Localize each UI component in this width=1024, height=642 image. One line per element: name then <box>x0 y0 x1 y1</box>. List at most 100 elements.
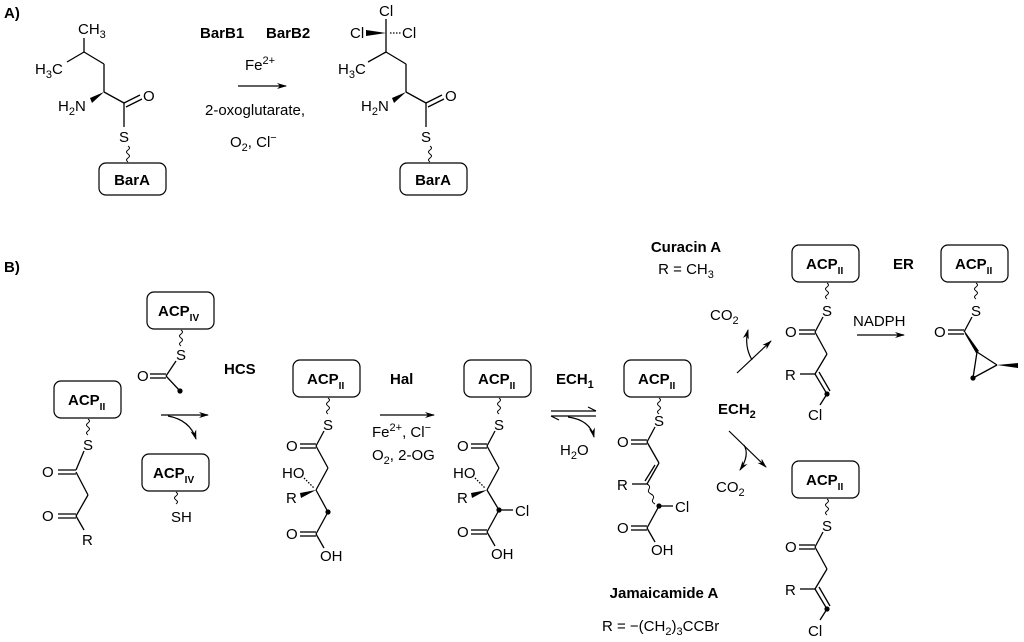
atom-s: S <box>176 347 186 364</box>
atom-o: O <box>137 368 149 385</box>
labeled-carbon-dot <box>177 388 183 394</box>
atom-cl-top: Cl <box>379 3 393 20</box>
released-acp-iv: ACPIV SH <box>141 453 210 526</box>
acp-iv-box <box>141 453 210 492</box>
enzyme-ech1: ECH1 <box>556 371 594 391</box>
condition-line1: 2-oxoglutarate, <box>205 102 305 119</box>
atom-o: O <box>143 88 155 105</box>
bara-carrier-box <box>98 162 167 196</box>
ech2-upper-arrow <box>736 340 772 374</box>
atom-s: S <box>654 413 664 430</box>
atom-sh: SH <box>171 509 192 526</box>
atom-o: O <box>785 539 797 556</box>
beta-ketoacyl-acp: ACPII S O O R <box>42 380 122 549</box>
atom-nh2: H2N <box>361 98 389 118</box>
atom-o-acid: O <box>286 526 298 543</box>
atom-nh2: H2N <box>58 98 86 118</box>
co2-release-lower-arrow <box>739 444 748 471</box>
atom-ho: HO <box>282 465 305 482</box>
atom-r: R <box>286 490 297 507</box>
jamaicamide-r-definition: R = −(CH2)3CCBr <box>602 618 719 638</box>
atom-oh: OH <box>491 546 514 563</box>
nadph-label: NADPH <box>853 313 906 330</box>
acp-label: ACPII <box>806 256 843 277</box>
panel-a-label: A) <box>4 5 20 22</box>
acp-ii-box <box>623 359 692 398</box>
atom-oh: OH <box>320 548 343 565</box>
acetyl-acp-iv-donor: ACPIV S O <box>137 291 215 394</box>
atom-cl: Cl <box>808 407 822 424</box>
acp-label: ACPIV <box>153 465 194 486</box>
bara-carrier-box <box>399 162 468 196</box>
atom-r: R <box>457 490 468 507</box>
enzyme-ech2: ECH2 <box>718 401 756 421</box>
atom-ho: HO <box>453 465 476 482</box>
enzyme-barb2: BarB2 <box>266 25 310 42</box>
leucyl-bara-substrate: CH3 H3C H2N O S BarA <box>35 21 167 196</box>
atom-s: S <box>83 437 93 454</box>
atom-s: S <box>822 303 832 320</box>
atom-cl-left: Cl <box>350 25 364 42</box>
atom-cl: Cl <box>515 503 529 520</box>
atom-o: O <box>445 88 457 105</box>
water-label: H2O <box>560 442 589 462</box>
acp-label: ACPII <box>478 371 515 392</box>
acp-label: ACPII <box>638 371 675 392</box>
acp-ii-box <box>791 460 860 499</box>
atom-s: S <box>119 129 129 146</box>
acp-ii-box <box>463 359 532 398</box>
curacin-a-label: Curacin A <box>651 239 721 256</box>
atom-r: R <box>617 477 628 494</box>
atom-o: O <box>785 324 797 341</box>
enzyme-hal: Hal <box>390 371 413 388</box>
atom-o: O <box>617 434 629 451</box>
cyclopropane-acp: ACPII S O <box>934 244 1018 381</box>
water-release-arrow <box>567 416 595 438</box>
trichloroleucyl-bara-product: Cl Cl Cl H3C H2N O S BarA <box>338 3 468 196</box>
acp-iv-box <box>146 291 215 330</box>
atom-r: R <box>785 367 796 384</box>
acp-ii-box <box>53 380 122 419</box>
labeled-carbon-dot <box>970 375 976 381</box>
atom-ch3: CH3 <box>78 21 106 41</box>
carrier-label: BarA <box>114 172 150 189</box>
labeled-carbon-dot <box>325 509 331 515</box>
reaction-conditions-a: BarB1 BarB2 Fe2+ 2-oxoglutarate, O2, Cl− <box>200 25 310 154</box>
panel-b-label: B) <box>4 259 20 276</box>
enzyme-barb1: BarB1 <box>200 25 244 42</box>
co2-release-upper-arrow <box>742 329 753 361</box>
jamaicamide-a-label: Jamaicamide A <box>610 585 719 602</box>
acp-label: ACPII <box>307 371 344 392</box>
chloro-enoyl-acp: ACPII S O R Cl O OH <box>617 359 692 559</box>
atom-r: R <box>785 582 796 599</box>
atom-cl: Cl <box>808 623 822 640</box>
atom-o: O <box>934 324 946 341</box>
atom-s: S <box>494 417 504 434</box>
vinyl-chloride-acp-jamaicamide: ACPII S O R Cl <box>785 460 860 640</box>
atom-o1: O <box>42 464 54 481</box>
hal-cond1: Fe2+, Cl− <box>372 422 431 441</box>
curacin-r-definition: R = CH3 <box>658 261 714 281</box>
enzyme-hcs: HCS <box>224 361 256 378</box>
atom-cl-right: Cl <box>402 25 416 42</box>
ech2-lower-arrow <box>728 430 767 468</box>
hmg-acp: ACPII S O HO R O OH <box>282 359 361 565</box>
atom-o: O <box>457 438 469 455</box>
atom-o-acid: O <box>617 520 629 537</box>
acp-label: ACPII <box>806 472 843 493</box>
chloro-hmg-acp: ACPII S O HO R Cl O OH <box>453 359 532 563</box>
acp-ii-box <box>940 244 1009 283</box>
co2-lower-label: CO2 <box>716 479 745 499</box>
atom-r: R <box>82 532 93 549</box>
acp-ii-box <box>791 244 860 283</box>
condition-line2: O2, Cl− <box>230 132 277 154</box>
atom-o2: O <box>42 508 54 525</box>
atom-cl: Cl <box>675 499 689 516</box>
atom-o-acid: O <box>457 524 469 541</box>
atom-oh: OH <box>651 542 674 559</box>
atom-h3c: H3C <box>35 61 63 81</box>
acp-label: ACPII <box>68 392 105 413</box>
atom-o: O <box>286 438 298 455</box>
hcs-release-arrow <box>167 415 197 440</box>
